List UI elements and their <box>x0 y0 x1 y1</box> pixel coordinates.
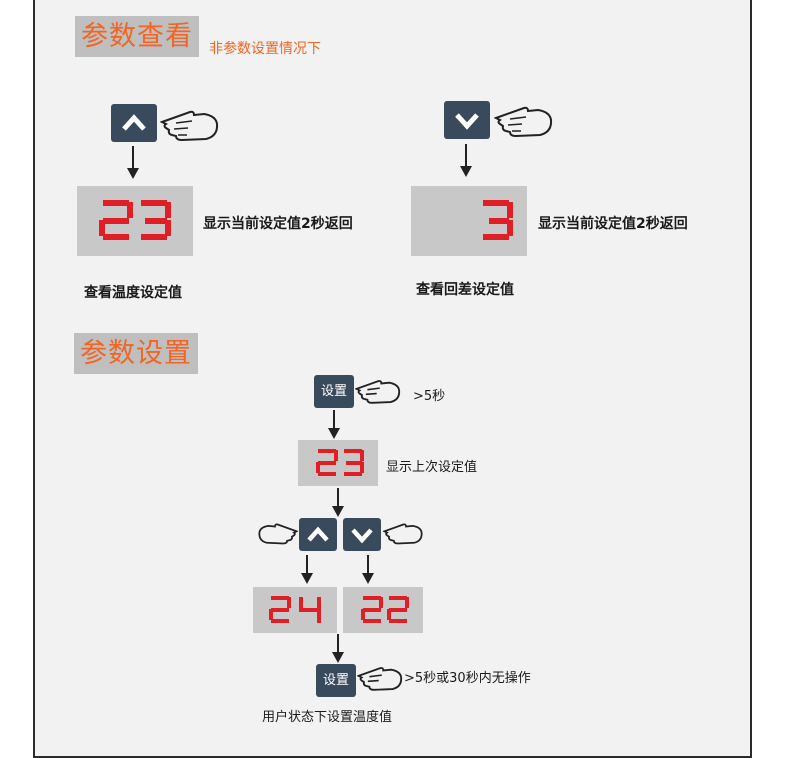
seven-seg-digits <box>483 200 513 240</box>
down-arrow-icon <box>127 146 139 179</box>
pointing-hand-icon <box>383 523 423 545</box>
pointing-hand-icon <box>357 667 403 691</box>
up-note: 显示当前设定值2秒返回 <box>203 216 353 232</box>
down-arrow-icon <box>332 488 344 517</box>
down-note: 显示当前设定值2秒返回 <box>538 216 688 232</box>
display-temperature-setpoint <box>77 186 193 256</box>
hold-note: >5秒 <box>413 389 446 404</box>
set-key: 设置 <box>314 375 354 408</box>
seven-seg-digits <box>361 596 409 623</box>
display-decrement-value <box>343 587 423 633</box>
seven-seg-digits <box>99 200 171 240</box>
up-key-icon <box>299 518 337 551</box>
down-caption: 查看回差设定值 <box>416 282 514 298</box>
up-caption: 查看温度设定值 <box>84 285 182 301</box>
down-arrow-icon <box>362 555 374 584</box>
pointing-hand-icon <box>355 380 401 404</box>
section-title-view: 参数查看 <box>75 16 199 57</box>
seven-seg-digits <box>316 449 364 476</box>
down-key-icon <box>444 101 490 139</box>
down-arrow-icon <box>460 144 472 177</box>
down-key-icon <box>343 518 381 551</box>
display-last-setpoint <box>298 440 378 486</box>
final-caption: 用户状态下设置温度值 <box>262 710 393 725</box>
set-key: 设置 <box>316 664 356 697</box>
section-subtitle: 非参数设置情况下 <box>209 41 321 57</box>
pointing-hand-icon <box>494 106 553 138</box>
exit-note: >5秒或30秒内无操作 <box>404 671 531 686</box>
section-title-set: 参数设置 <box>74 333 198 374</box>
down-arrow-icon <box>332 634 344 663</box>
display-hysteresis-setpoint <box>411 186 527 256</box>
last-note: 显示上次设定值 <box>386 460 478 475</box>
pointing-hand-icon <box>258 523 298 545</box>
down-arrow-icon <box>328 410 340 439</box>
seven-seg-digits <box>269 596 321 623</box>
pointing-hand-icon <box>160 110 219 142</box>
up-key-icon <box>111 104 157 142</box>
display-increment-value <box>253 587 337 633</box>
down-arrow-icon <box>301 555 313 584</box>
